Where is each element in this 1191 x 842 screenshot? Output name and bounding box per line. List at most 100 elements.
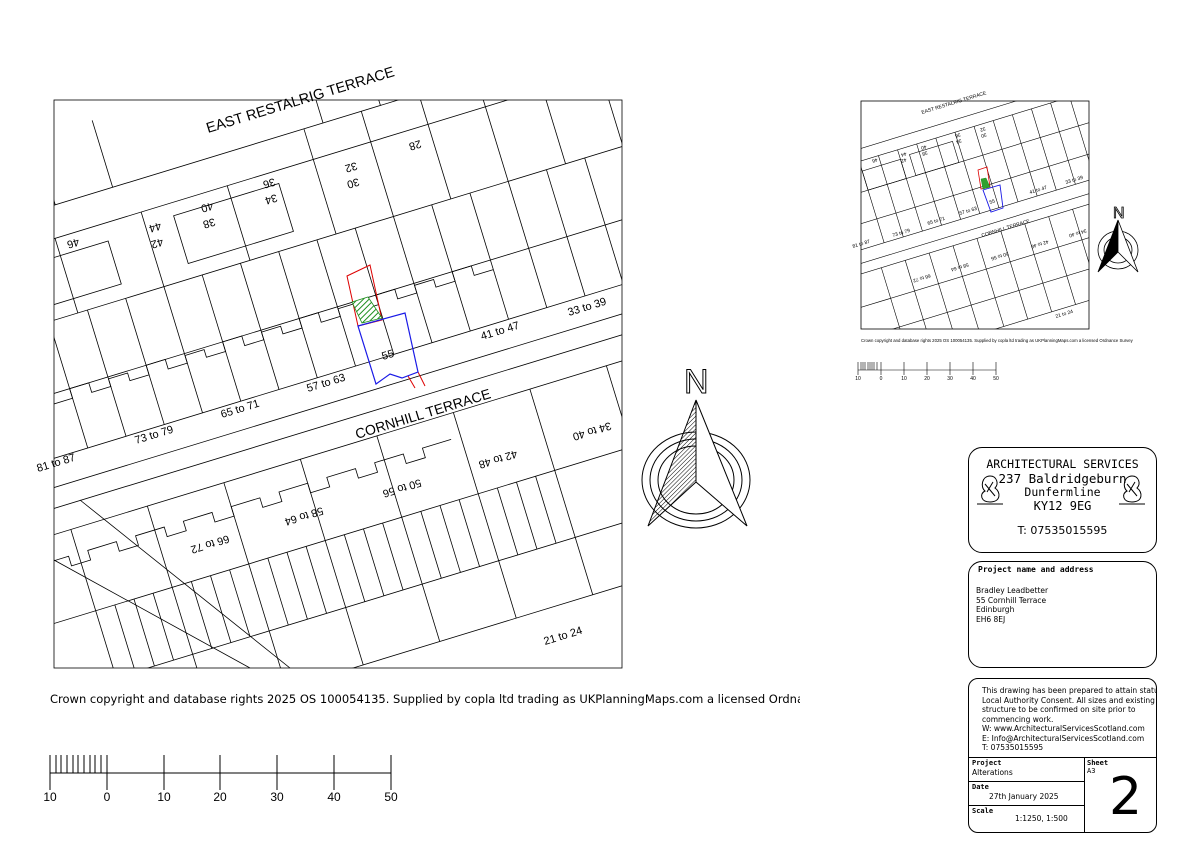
inset-copyright: Crown copyright and database rights 2025… xyxy=(861,338,1134,343)
note-line: commencing work. xyxy=(982,714,1054,724)
inset-scale-tick: 30 xyxy=(947,376,953,382)
project-label: Project xyxy=(972,759,1002,767)
note-line: This drawing has been prepared to attain… xyxy=(982,686,1157,695)
scale-tick-label: 40 xyxy=(327,790,341,804)
firm-address-line1: 237 Baldridgeburn xyxy=(998,471,1127,486)
inset-scale-tick: 50 xyxy=(993,376,999,382)
inset-plot-label: 73 to 79 xyxy=(892,228,911,239)
plot-label: 34 xyxy=(263,191,278,206)
client-line: Edinburgh xyxy=(976,605,1015,614)
inset-street-label: CORNHILL TERRACE xyxy=(981,218,1031,239)
scale-tick-label: 50 xyxy=(384,790,398,804)
plot-label: 81 to 87 xyxy=(35,452,77,475)
svg-text:N: N xyxy=(684,363,709,401)
north-arrow-icon: N xyxy=(641,363,751,529)
inset-plot-label: 58 to 64 xyxy=(950,261,969,272)
scale-tick-label: 30 xyxy=(270,790,284,804)
scale-tick-label: 10 xyxy=(157,790,171,804)
scale-tick-label: 0 xyxy=(104,790,111,804)
inset-plot-label: 65 to 71 xyxy=(927,216,946,227)
plot-label: 33 to 39 xyxy=(566,296,608,319)
client-line: Bradley Leadbetter xyxy=(976,586,1049,595)
svg-text:N: N xyxy=(1113,205,1125,222)
plot-label: 66 to 72 xyxy=(189,532,231,555)
scale-tick-label: 20 xyxy=(213,790,227,804)
plot-label: 21 to 24 xyxy=(542,625,584,648)
sheet-label: Sheet xyxy=(1087,759,1109,767)
inset-plot-label: 34 xyxy=(955,137,962,144)
plot-label: 36 xyxy=(261,175,276,190)
plot-label: 41 to 47 xyxy=(479,320,521,343)
street-label-east-restalrig: EAST RESTALRIG TERRACE xyxy=(204,64,396,137)
client-line: 55 Cornhill Terrace xyxy=(976,595,1047,605)
firm-panel: ARCHITECTURAL SERVICES 237 Baldridgeburn… xyxy=(968,447,1157,553)
note-line: structure to be confirmed on site prior … xyxy=(982,705,1136,714)
project-value: Alterations xyxy=(972,768,1013,777)
note-line: E: Info@ArchitecturalServicesScotland.co… xyxy=(982,733,1145,743)
inset-north-arrow-icon: N xyxy=(1097,205,1139,273)
firm-phone: T: 07535015595 xyxy=(1017,524,1108,537)
inset-plot-label: 66 to 72 xyxy=(912,272,931,283)
firm-postcode: KY12 9EG xyxy=(1033,499,1092,513)
logo-left-icon xyxy=(977,475,1003,505)
drawing-info-panel: This drawing has been prepared to attain… xyxy=(968,678,1157,833)
inset-scale-tick: 20 xyxy=(924,376,930,382)
plot-label: 38 xyxy=(201,215,216,230)
date-label: Date xyxy=(972,783,989,791)
logo-right-icon xyxy=(1119,475,1145,505)
inset-plot-label: 34 to 40 xyxy=(1068,227,1087,238)
inset-plot-label: 55 xyxy=(989,198,996,205)
plot-label: 44 xyxy=(147,219,162,234)
sheet-number: 2 xyxy=(1109,767,1143,827)
inset-plot-label: 33 to 39 xyxy=(1065,175,1084,186)
plot-label: 58 to 64 xyxy=(283,504,325,527)
inset-map xyxy=(861,101,1089,329)
disclaimer-notes: This drawing has been prepared to attain… xyxy=(982,686,1157,753)
note-line: W: www.ArchitecturalServicesScotland.com xyxy=(982,724,1145,733)
inset-plot-label: 42 to 48 xyxy=(1030,238,1049,249)
client-line: EH6 8EJ xyxy=(976,614,1006,624)
plot-label: 30 xyxy=(345,175,360,190)
inset-plot-label: 38 xyxy=(921,149,928,156)
inset-scale-tick: 10 xyxy=(901,376,907,382)
plot-label: 42 xyxy=(149,235,164,250)
inset-scale-tick: 10 xyxy=(855,376,861,382)
plot-label: 40 xyxy=(199,199,214,214)
inset-street-label: EAST RESTALRIG TERRACE xyxy=(921,90,988,116)
inset-plot-label: 46 xyxy=(871,156,878,163)
inset-plot-label: 30 xyxy=(980,131,987,138)
plot-label: 50 to 56 xyxy=(381,476,423,499)
inset-scale-bar xyxy=(857,362,997,375)
copyright-notice: Crown copyright and database rights 2025… xyxy=(50,692,800,706)
inset-plot-label: 32 xyxy=(979,125,986,132)
inset-plot-label: 57 to 63 xyxy=(959,206,978,217)
inset-plot-label: 50 to 56 xyxy=(990,250,1009,261)
project-address-header: Project name and address xyxy=(978,565,1094,574)
plot-label: 34 to 40 xyxy=(571,419,613,442)
inset-plot-label: 21 to 24 xyxy=(1055,309,1074,320)
note-line: T: 07535015595 xyxy=(982,743,1044,752)
property-outline xyxy=(357,312,419,385)
site-boundary xyxy=(346,264,426,389)
scale-value: 1:1250, 1:500 xyxy=(1015,814,1068,823)
inset-scale-tick: 0 xyxy=(880,376,883,382)
scale-tick-label: 10 xyxy=(43,790,57,804)
scale-bar xyxy=(49,755,392,790)
inset-plot-label: 81 to 87 xyxy=(852,239,871,250)
inset-plot-label: 41 to 47 xyxy=(1029,185,1048,196)
firm-name: ARCHITECTURAL SERVICES xyxy=(986,457,1139,471)
date-value: 27th January 2025 xyxy=(989,792,1059,801)
plot-label: 28 xyxy=(407,137,422,152)
client-details: Bradley Leadbetter 55 Cornhill Terrace E… xyxy=(976,586,1048,624)
project-address-panel: Project name and address Bradley Leadbet… xyxy=(968,561,1157,668)
firm-address-line2: Dunfermline xyxy=(1024,485,1101,499)
inset-plot-label: 40 xyxy=(920,143,927,150)
plot-label-site: 55 xyxy=(380,348,395,363)
inset-plot-label: 44 xyxy=(900,150,907,157)
note-line: Local Authority Consent. All sizes and e… xyxy=(982,695,1155,705)
street-label-cornhill: CORNHILL TERRACE xyxy=(353,385,492,441)
plot-label: 46 xyxy=(65,235,80,250)
plot-label: 32 xyxy=(343,159,358,174)
inset-plot-label: 36 xyxy=(954,131,961,138)
sheet-size: A3 xyxy=(1087,767,1096,775)
